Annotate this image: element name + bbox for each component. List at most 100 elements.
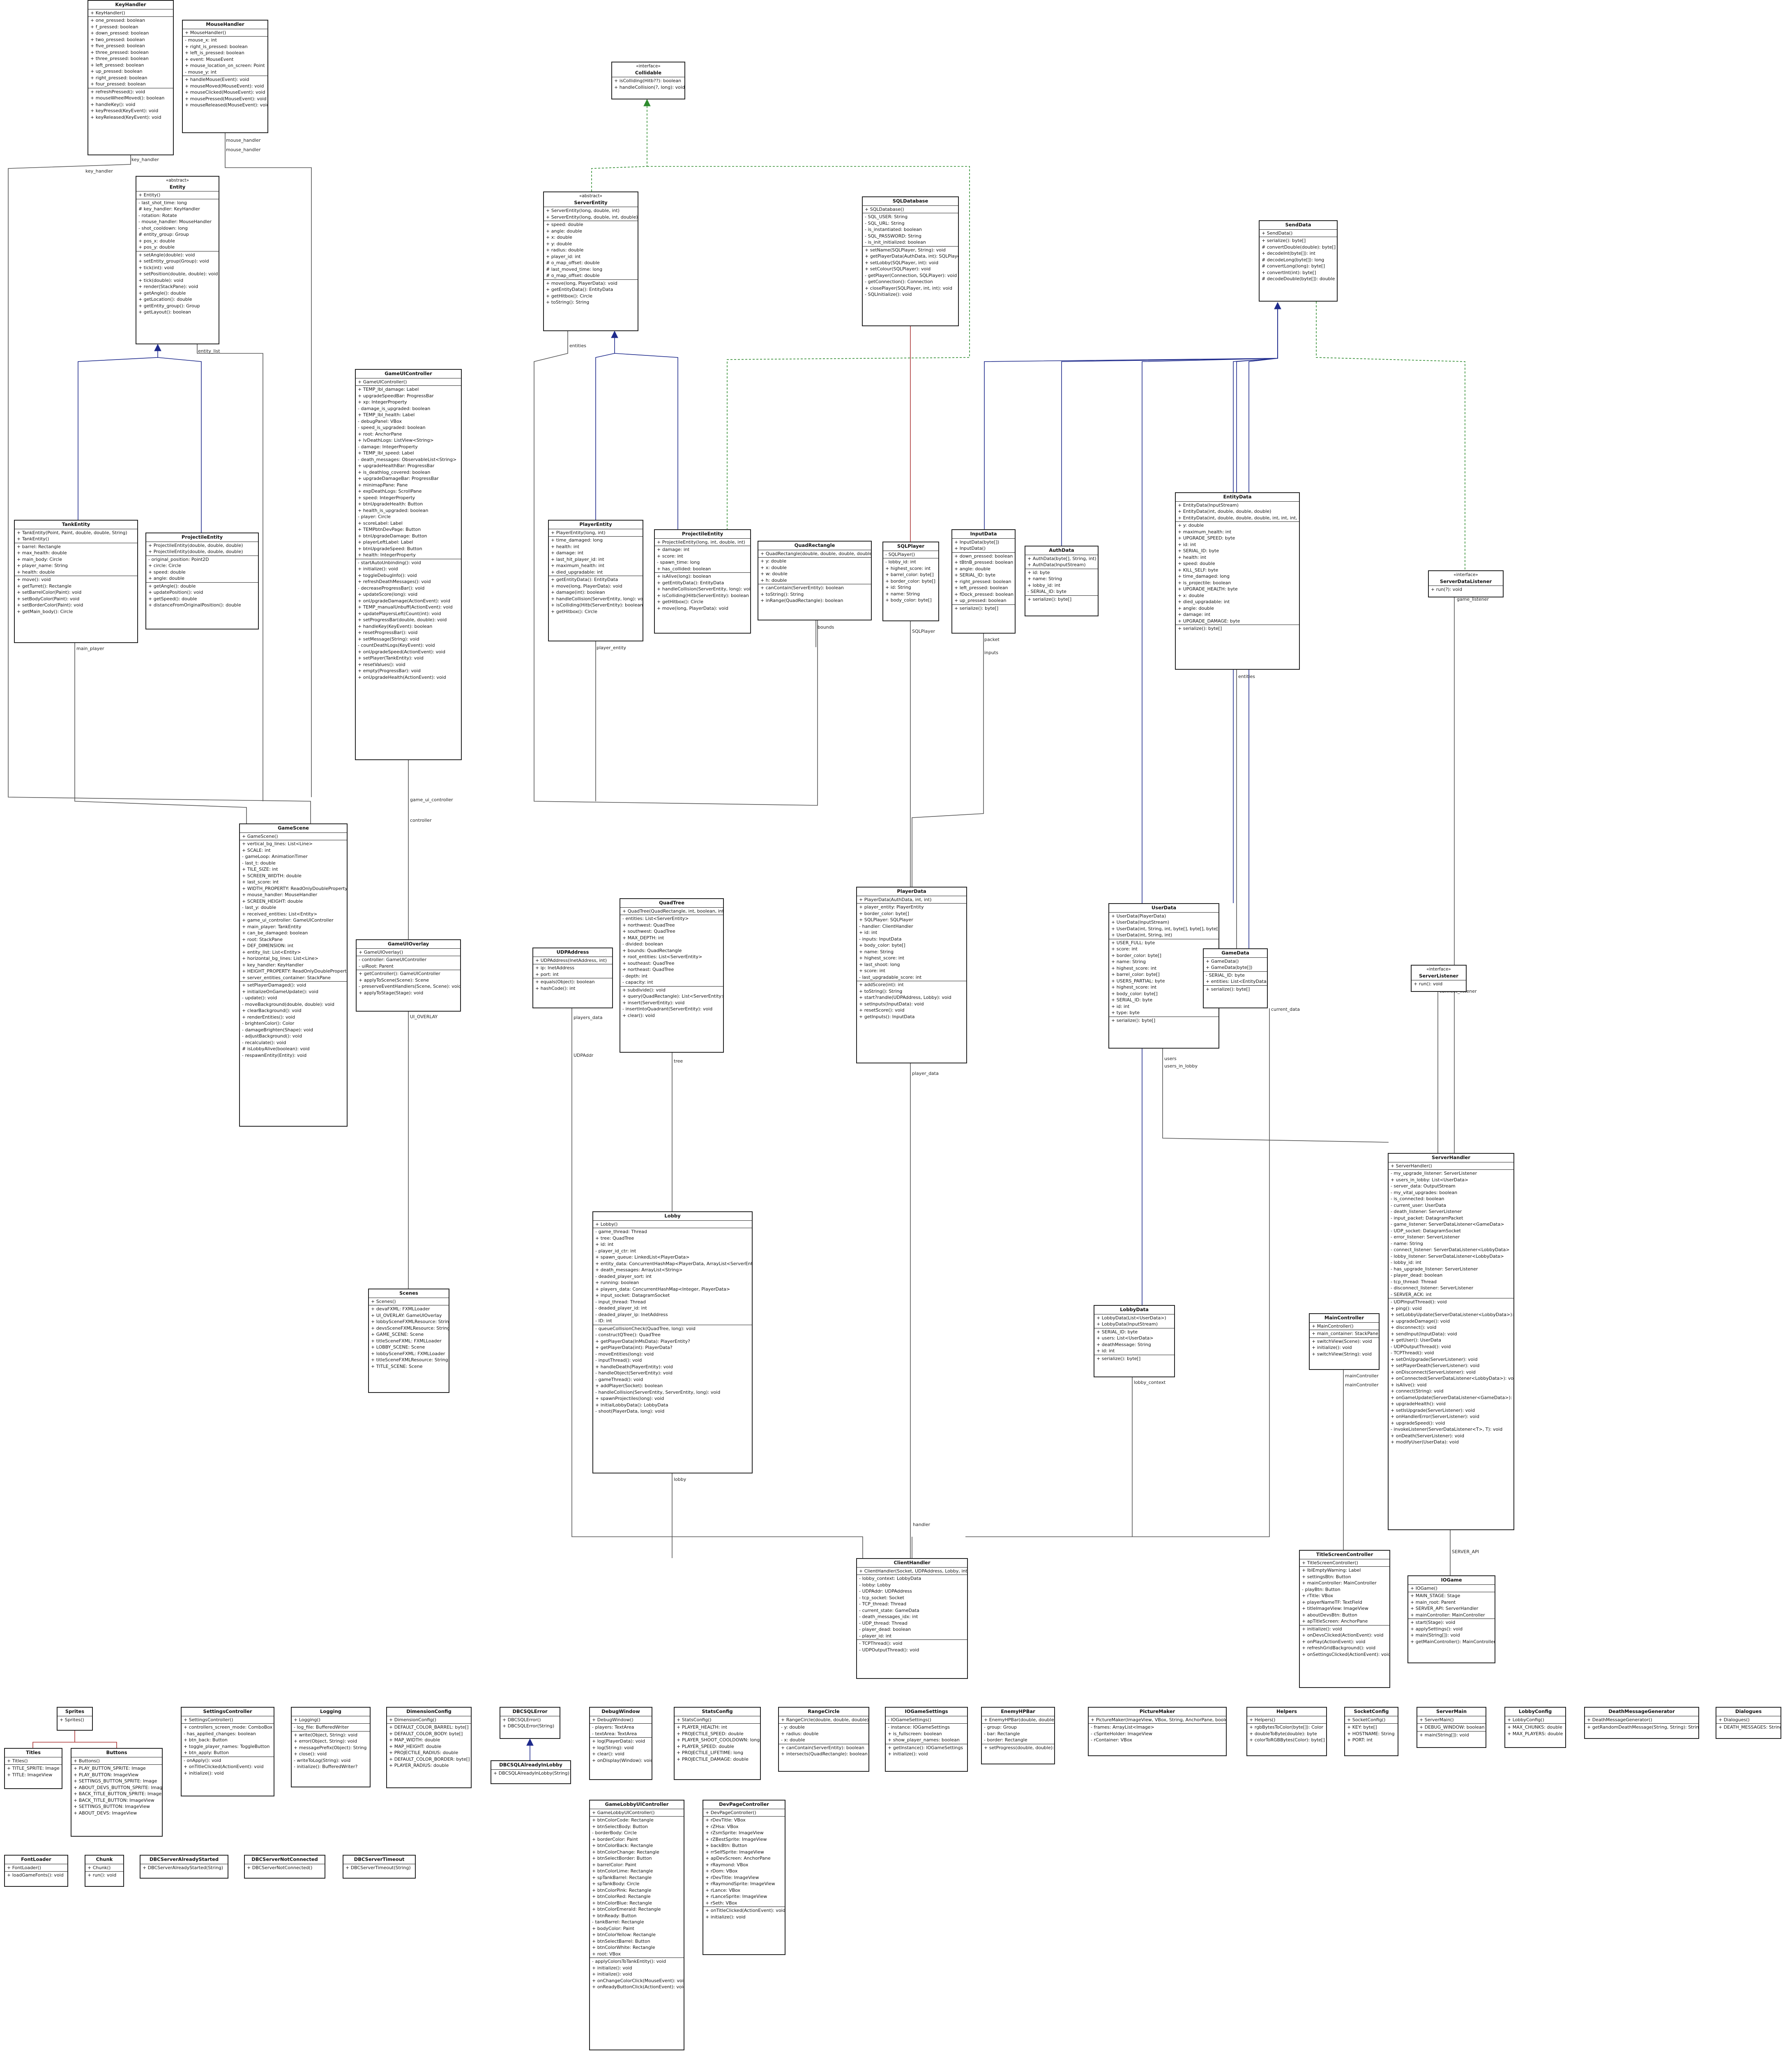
class-section: + y: double+ maximum_health: int+ UPGRAD…	[1176, 522, 1299, 625]
class-member: + last_score: int	[242, 879, 279, 885]
class-Sprites[interactable]: Sprites+ Sprites()	[57, 1707, 93, 1731]
class-member: + getSpeed(): double	[148, 596, 197, 602]
class-GameLobbyUIController[interactable]: GameLobbyUIController+ GameLobbyUIContro…	[589, 1800, 684, 2050]
class-Scenes[interactable]: Scenes+ Scenes()+ devaFXML: FXMLLoader+ …	[368, 1289, 449, 1393]
class-MouseHandler[interactable]: MouseHandler+ MouseHandler()- mouse_x: i…	[182, 20, 268, 133]
class-IOGameSettings[interactable]: IOGameSettings- IOGameSettings()- instan…	[885, 1707, 968, 1772]
class-member: + y: double	[760, 558, 787, 564]
class-PlayerEntity[interactable]: PlayerEntity+ PlayerEntity(long, int)+ t…	[548, 520, 643, 641]
class-DBCSQLError[interactable]: DBCSQLError+ DBCSQLError()+ DBCSQLError(…	[500, 1707, 560, 1739]
class-SQLPlayer[interactable]: SQLPlayer- SQLPlayer()- lobby_id: int+ h…	[882, 542, 939, 621]
class-LobbyData[interactable]: LobbyData+ LobbyData(List<UserData>)+ Lo…	[1094, 1305, 1175, 1377]
class-member: + speed: IntegerProperty	[358, 495, 415, 500]
class-InputData[interactable]: InputData+ InputData(byte[])+ InputData(…	[951, 529, 1016, 634]
class-member: # last_moved_time: long	[546, 266, 603, 272]
class-StatsConfig[interactable]: StatsConfig+ StatsConfig()+ PLAYER_HEALT…	[674, 1707, 761, 1780]
class-section: + MouseHandler()	[183, 29, 267, 37]
class-FontLoader[interactable]: FontLoader+ FontLoader()+ loadGameFonts(…	[4, 1855, 68, 1887]
class-ClientHandler[interactable]: ClientHandler+ ClientHandler(Socket, UDP…	[856, 1558, 968, 1679]
class-member: + id: String	[885, 585, 911, 590]
class-member: - lobby_context: LobbyData	[859, 1576, 921, 1581]
class-Lobby[interactable]: Lobby+ Lobby()- game_thread: Thread+ tre…	[592, 1211, 753, 1473]
class-RangeCircle[interactable]: RangeCircle+ RangeCircle(double, double,…	[778, 1707, 869, 1772]
edge-mousehandler-gamescene	[225, 133, 312, 797]
class-member: + QuadRectangle(double, double, double, …	[760, 551, 872, 556]
class-IOGame[interactable]: IOGame+ IOGame()+ MAIN_STAGE: Stage+ mai…	[1407, 1575, 1495, 1663]
class-ServerEntity[interactable]: «abstract»ServerEntity+ ServerEntity(lon…	[543, 191, 638, 331]
class-ProjectileEntity2[interactable]: ProjectileEntity+ ProjectileEntity(long,…	[654, 529, 751, 634]
class-member: + rZsmSprite: ImageView	[705, 1830, 764, 1835]
class-member: + SettingsController()	[184, 1717, 233, 1722]
edge-collidable-a	[591, 104, 647, 191]
class-member: + ABOUT_DEVS: ImageView	[74, 1810, 137, 1816]
class-member: - brightenColor(): Color	[242, 1021, 295, 1026]
class-DBCSQLAlreadyInLobby[interactable]: DBCSQLAlreadyInLobby+ DBCSQLAlreadyInLob…	[491, 1760, 571, 1784]
class-ServerMain[interactable]: ServerMain+ ServerMain()+ DEBUG_WINDOW: …	[1417, 1707, 1486, 1748]
class-EntityData[interactable]: EntityData+ EntityData(InputStream)+ Ent…	[1175, 492, 1300, 670]
class-Entity[interactable]: «abstract»Entity+ Entity()- last_shot_ti…	[136, 176, 219, 344]
class-TitleScreenController[interactable]: TitleScreenController+ TitleScreenContro…	[1299, 1550, 1390, 1688]
class-Chunk[interactable]: Chunk+ Chunk()+ run(): void	[85, 1855, 124, 1887]
class-GameData[interactable]: GameData+ GameData()+ GameData(byte[])- …	[1203, 948, 1268, 1008]
class-member: - is_init_initialized: boolean	[865, 240, 926, 245]
class-Dialogues[interactable]: Dialogues+ Dialogues()+ DEATH_MESSAGES: …	[1716, 1707, 1781, 1739]
class-member: + Lobby()	[595, 1221, 618, 1227]
class-header: IOGameSettings	[886, 1708, 967, 1716]
class-Collidable[interactable]: «interface»Collidable+ isColliding(Hitb?…	[611, 62, 685, 99]
class-DBCServerTimeout[interactable]: DBCServerTimeout+ DBCServerTimeout(Strin…	[343, 1855, 416, 1879]
class-PictureMaker[interactable]: PictureMaker+ PictureMaker(ImageView, VB…	[1088, 1707, 1227, 1756]
class-UserData[interactable]: UserData+ UserData(PlayerData)+ UserData…	[1108, 903, 1219, 1049]
class-Helpers[interactable]: Helpers+ Helpers()+ rgbBytesToColor(byte…	[1246, 1707, 1327, 1756]
class-name: DeathMessageGenerator	[1608, 1708, 1675, 1714]
class-Titles[interactable]: Titles+ Titles()+ TITLE_SPRITE: Image+ T…	[4, 1748, 62, 1789]
class-PlayerData[interactable]: PlayerData+ PlayerData(AuthData, int, in…	[856, 887, 967, 1063]
class-member: + died_upgradable: int	[1178, 599, 1230, 604]
class-QuadTree[interactable]: QuadTree+ QuadTree(QuadRectangle, int, b…	[620, 898, 724, 1053]
class-DimensionConfig[interactable]: DimensionConfig+ DimensionConfig()+ DEFA…	[386, 1707, 472, 1788]
class-ProjectileEntity[interactable]: ProjectileEntity+ ProjectileEntity(doubl…	[145, 533, 259, 629]
class-LobbyConfig[interactable]: LobbyConfig+ LobbyConfig()+ MAX_CHUNKS: …	[1504, 1707, 1566, 1748]
class-member: + intersects(QuadRectangle): boolean	[781, 1751, 868, 1757]
class-member: + Entity()	[138, 192, 161, 198]
class-KeyHandler[interactable]: KeyHandler+ KeyHandler()+ one_pressed: b…	[88, 0, 174, 155]
class-DeathMessageGenerator[interactable]: DeathMessageGenerator+ DeathMessageGener…	[1584, 1707, 1699, 1739]
class-member: - onApply(): void	[184, 1757, 221, 1763]
class-member: - UDP_socket: DatagramSocket	[1391, 1228, 1461, 1234]
class-ServerHandler[interactable]: ServerHandler+ ServerHandler()- my_upgra…	[1388, 1153, 1514, 1530]
class-ServerListener[interactable]: «interface»ServerListener+ run(): void	[1411, 965, 1467, 992]
class-QuadRectangle[interactable]: QuadRectangle+ QuadRectangle(double, dou…	[758, 541, 872, 620]
class-section: + log(PlayerData): void+ log(String): vo…	[590, 1738, 652, 1764]
class-DBCServerAlreadyStarted[interactable]: DBCServerAlreadyStarted+ DBCServerAlread…	[140, 1855, 228, 1879]
class-UDPAddress[interactable]: UDPAddress+ UDPAddress(InetAddress, int)…	[532, 948, 613, 1008]
class-member: + entity_list: List<Entity>	[242, 949, 301, 955]
class-DBCServerNotConnected[interactable]: DBCServerNotConnected+ DBCServerNotConne…	[244, 1855, 325, 1879]
class-member: + titleSceneFXMLResource: String	[371, 1357, 448, 1363]
class-MainController[interactable]: MainController+ MainController()+ main_c…	[1309, 1313, 1380, 1370]
class-GameScene[interactable]: GameScene+ GameScene()+ vertical_bg_line…	[239, 823, 348, 1127]
class-Buttons[interactable]: Buttons+ Buttons()+ PLAY_BUTTON_SPRITE: …	[71, 1748, 163, 1837]
class-member: - current_user: UserData	[1391, 1202, 1446, 1208]
class-TankEntity[interactable]: TankEntity+ TankEntity(Point, Paint, dou…	[14, 520, 138, 643]
class-SQLDatabase[interactable]: SQLDatabase+ SQLDatabase()- SQL_USER: St…	[862, 196, 959, 326]
class-EnemyHPBar[interactable]: EnemyHPBar+ EnemyHPBar(double, double)- …	[981, 1707, 1055, 1764]
class-member: + insert(ServerEntity): void	[622, 1000, 685, 1005]
class-member: + getLocation(): double	[138, 297, 192, 302]
class-DevPageController[interactable]: DevPageController+ DevPageController()+ …	[703, 1800, 785, 1955]
lobby-label: lobby	[674, 1477, 686, 1482]
class-ServerDataListener[interactable]: «interface»ServerDataListener+ run(?): v…	[1428, 570, 1504, 597]
class-AuthData[interactable]: AuthData+ AuthData(byte[], String, int)+…	[1025, 546, 1099, 616]
class-GameUIOverlay[interactable]: GameUIOverlay+ GameUIOverlay()- controll…	[356, 939, 461, 1012]
class-member: + query(QuadRectangle): List<ServerEntit…	[622, 994, 724, 999]
class-member: + setAngle(double): void	[138, 252, 195, 258]
class-Logging[interactable]: Logging+ Logging()- log_file: BufferedWr…	[291, 1707, 371, 1787]
class-GameUIController[interactable]: GameUIController+ GameUIController()+ TE…	[355, 369, 462, 760]
class-DebugWindow[interactable]: DebugWindow+ DebugWindow()- players: Tex…	[589, 1707, 652, 1780]
key-handler-label-a: key_handler	[131, 157, 159, 162]
class-SendData[interactable]: SendData+ SendData()+ serialize(): byte[…	[1259, 220, 1338, 302]
class-section: + main(String[]): void	[1417, 1732, 1486, 1739]
class-SettingsController[interactable]: SettingsController+ SettingsController()…	[181, 1707, 274, 1796]
class-member: + updatePlayersLeft(Count(int): void	[358, 611, 441, 616]
class-member: + DevPageController()	[705, 1810, 756, 1815]
class-SocketConfig[interactable]: SocketConfig+ SocketConfig()+ KEY: byte[…	[1344, 1707, 1398, 1756]
class-member: - invokeListener(ServerDataListener<T>, …	[1391, 1427, 1503, 1432]
